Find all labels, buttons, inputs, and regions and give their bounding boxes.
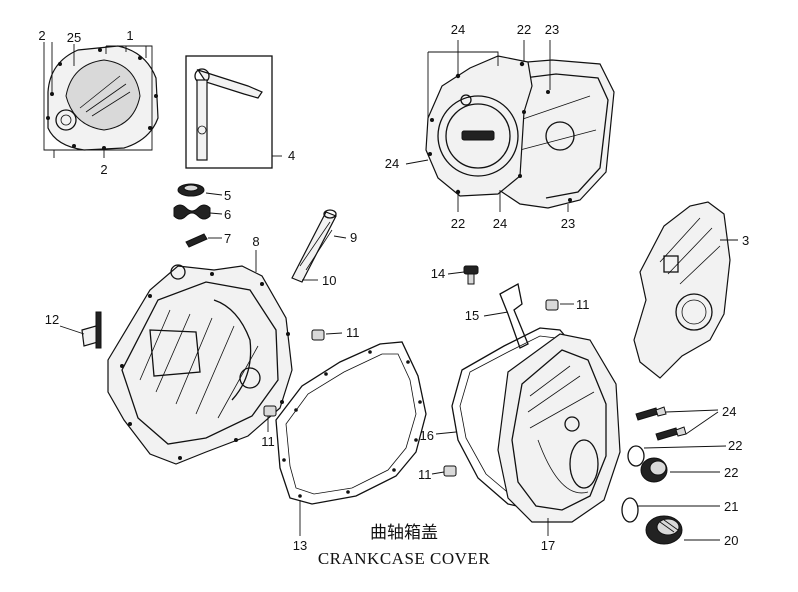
callout-18: 20	[724, 533, 738, 548]
callout-2-top: 2	[38, 28, 45, 43]
callout-24-left: 24	[385, 156, 399, 171]
dowel-pins	[263, 299, 574, 477]
callout-10: 10	[322, 273, 336, 288]
callout-21: 22	[728, 438, 742, 453]
bolt-and-bracket	[447, 265, 529, 349]
callout-14: 14	[431, 266, 445, 281]
generator-cover	[497, 333, 621, 536]
callout-2-bottom: 2	[100, 162, 107, 177]
callout-11-b: 11	[261, 434, 275, 449]
chain-guard-cover	[633, 201, 738, 379]
clutch-cover-small	[46, 45, 159, 151]
callout-23-bottom: 23	[561, 216, 575, 231]
callout-11-d: 11	[418, 467, 432, 482]
callout-16: 16	[420, 428, 434, 443]
oil-strainer	[291, 209, 347, 283]
gasket-13	[275, 341, 427, 536]
callout-11-a: 11	[346, 325, 360, 340]
seal-spring-pin	[173, 183, 223, 248]
kick-shaft	[185, 55, 282, 169]
leaders-top-left	[43, 42, 153, 158]
callout-20: 22	[724, 465, 738, 480]
callout-22-bottom: 22	[451, 216, 465, 231]
diagram-title-english: CRANKCASE COVER	[318, 549, 490, 568]
callout-22-top: 22	[517, 22, 531, 37]
callout-1: 1	[126, 28, 133, 43]
leaders-top-right	[405, 40, 569, 212]
callout-24-bottom: 24	[493, 216, 507, 231]
callout-13: 13	[293, 538, 307, 553]
pin-bolt	[59, 311, 102, 349]
callout-24-right: 24	[722, 404, 736, 419]
callout-19: 21	[724, 499, 738, 514]
crankcase-cover-left	[107, 250, 293, 465]
callout-25: 25	[67, 30, 81, 45]
callout-5: 5	[224, 188, 231, 203]
callout-24-top: 24	[451, 22, 465, 37]
callout-4: 4	[288, 148, 295, 163]
callout-3: 3	[742, 233, 749, 248]
callout-12: 12	[45, 312, 59, 327]
callout-8: 8	[252, 234, 259, 249]
plugs-and-bolts	[621, 406, 727, 545]
callout-7: 7	[224, 231, 231, 246]
callout-labels: 2 25 1 2 4 5 6 7 8 9 10 11 11 11 11 12 1…	[38, 22, 749, 553]
callout-6: 6	[224, 207, 231, 222]
ignition-cover	[425, 55, 572, 202]
callout-17: 17	[541, 538, 555, 553]
callout-11-c: 11	[576, 297, 590, 312]
diagram-title-chinese: 曲轴箱盖	[370, 523, 438, 543]
callout-23-top: 23	[545, 22, 559, 37]
callout-15: 15	[465, 308, 479, 323]
callout-9: 9	[350, 230, 357, 245]
